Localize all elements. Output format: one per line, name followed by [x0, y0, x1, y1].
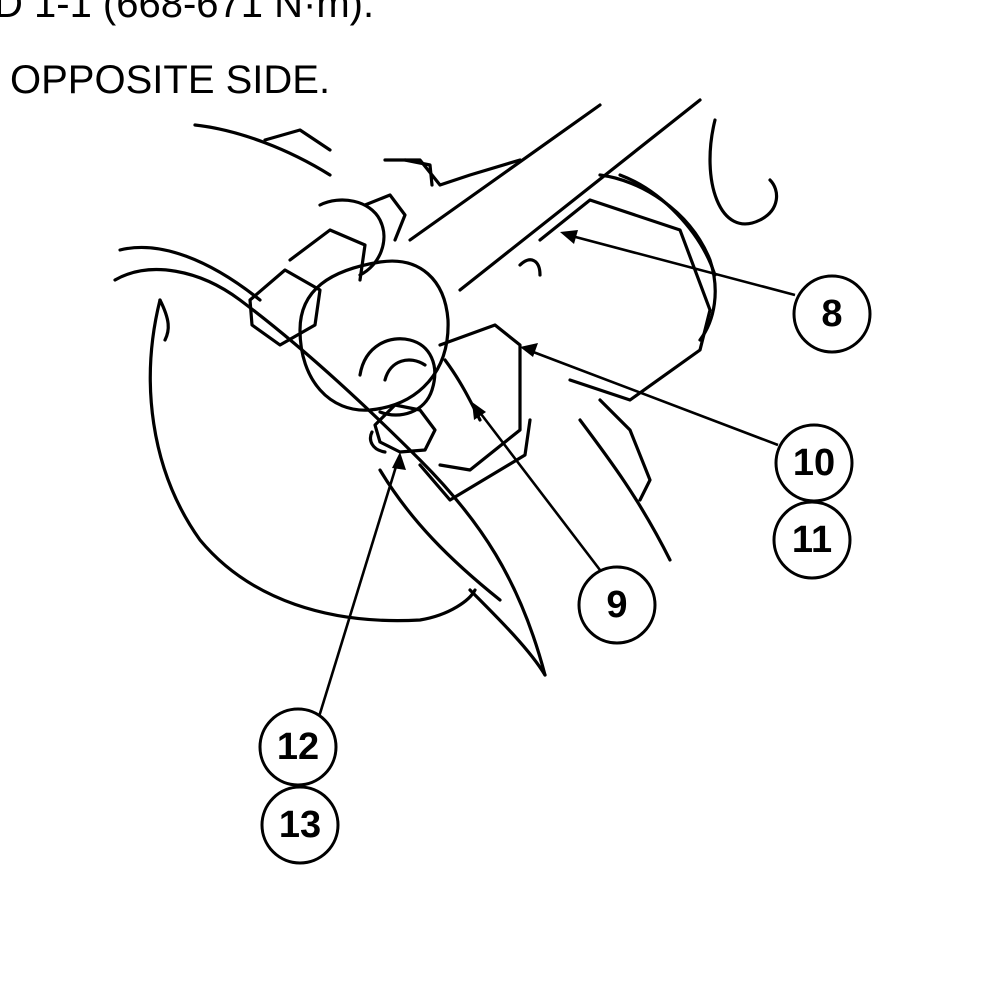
- bushing-eye-drawing: [298, 259, 450, 417]
- callout-12: 12: [258, 707, 338, 787]
- callout-8: 8: [792, 274, 872, 354]
- callout-8-label: 8: [821, 293, 842, 335]
- callout-13: 13: [260, 785, 340, 865]
- cylinder-body-drawing: [518, 173, 717, 562]
- lower-nut-drawing: [368, 403, 437, 454]
- callout-11: 11: [772, 500, 852, 580]
- callout-11-label: 11: [792, 519, 832, 561]
- instruction-text-top: D 1-1 (668-671 N·m).: [0, 0, 375, 26]
- callout-9: 9: [577, 565, 657, 645]
- axle-housing-drawing: [113, 245, 547, 677]
- callout-10: 10: [774, 423, 854, 503]
- upper-frame-drawing: [193, 98, 779, 292]
- leader-lines: [316, 230, 796, 721]
- callout-9-label: 9: [606, 584, 627, 626]
- instruction-text-opposite-side: OPPOSITE SIDE.: [10, 58, 331, 102]
- callout-13-label: 13: [279, 804, 321, 846]
- bolt-assembly-drawing: [248, 158, 434, 347]
- callout-10-label: 10: [793, 442, 835, 484]
- callout-12-label: 12: [277, 726, 319, 768]
